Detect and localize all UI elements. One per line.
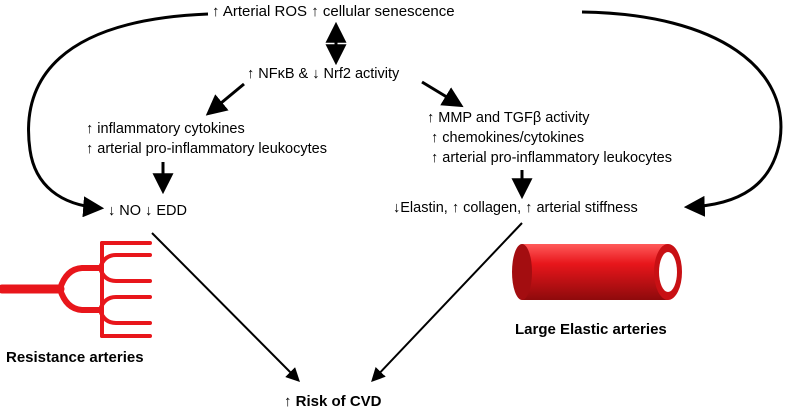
left-outcome: ↓ NO ↓ EDD	[108, 203, 187, 219]
arrow-left-to-cvd	[151, 232, 300, 382]
arrow-right-to-cvd	[371, 222, 523, 383]
arrow-nfkb-left	[205, 82, 245, 116]
curve-arrow-right	[581, 10, 783, 217]
resistance-arteries-icon	[0, 241, 152, 338]
right-line-3: ↑ arterial pro-inflammatory leukocytes	[431, 150, 672, 166]
right-line-1: ↑ MMP and TGFβ activity	[427, 110, 590, 126]
risk-of-cvd: ↑ Risk of CVD	[284, 393, 382, 410]
left-line-1: ↑ inflammatory cytokines	[86, 121, 245, 137]
nfkb-text: ↑ NFκB & ↓ Nrf2 activity	[247, 66, 400, 82]
right-outcome: ↓Elastin, ↑ collagen, ↑ arterial stiffne…	[393, 200, 638, 216]
large-elastic-artery-icon	[512, 244, 682, 300]
right-line-2: ↑ chemokines/cytokines	[431, 130, 585, 146]
top-text: ↑ Arterial ROS ↑ cellular senescence	[212, 3, 455, 20]
resistance-arteries-label: Resistance arteries	[6, 349, 144, 366]
curve-arrow-left	[27, 12, 209, 218]
left-line-2: ↑ arterial pro-inflammatory leukocytes	[86, 141, 327, 157]
arrow-nfkb-right	[421, 80, 464, 108]
large-elastic-arteries-label: Large Elastic arteries	[515, 321, 667, 338]
